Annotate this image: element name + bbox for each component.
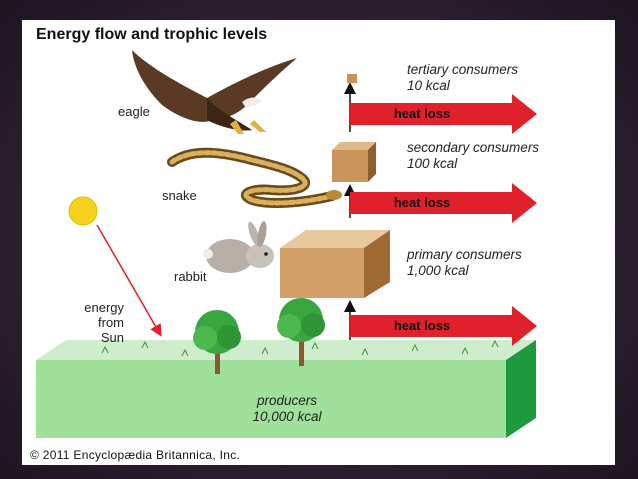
producers-block (36, 340, 536, 438)
sun-label-line: energy (84, 300, 124, 315)
rabbit-illustration (203, 221, 274, 273)
sun-label-line: from (98, 315, 124, 330)
heat-loss-arrow-primary (350, 306, 537, 346)
primary-label: primary consumers 1,000 kcal (407, 247, 522, 279)
secondary-cube (332, 142, 376, 182)
diagram-slide: Energy flow and trophic levels (22, 20, 615, 465)
level-name: producers (256, 393, 318, 408)
tertiary-label: tertiary consumers 10 kcal (407, 62, 518, 94)
level-name: primary consumers (407, 247, 522, 262)
level-name: secondary consumers (407, 140, 540, 155)
diagram-title: Energy flow and trophic levels (36, 26, 268, 43)
eagle-illustration (132, 50, 297, 134)
heat-loss-label-primary: heat loss (393, 318, 451, 333)
diagram-graphics (36, 50, 537, 438)
level-energy: 100 kcal (407, 156, 458, 171)
level-name: tertiary consumers (407, 62, 519, 77)
copyright-text: © 2011 Encyclopædia Britannica, Inc. (30, 448, 241, 462)
heat-loss-arrow-secondary (350, 183, 537, 223)
heat-loss-arrow-tertiary (350, 94, 537, 134)
level-energy: 10,000 kcal (252, 409, 322, 424)
level-energy: 10 kcal (407, 78, 450, 93)
snake-label: snake (162, 188, 197, 203)
primary-cube (280, 230, 390, 298)
sun-label-line: Sun (100, 330, 124, 345)
sun-energy-label: energy from Sun (52, 300, 124, 345)
sun-icon (68, 196, 98, 226)
snake-illustration (167, 147, 342, 208)
sun-energy-arrow (96, 224, 162, 337)
producers-label: producers 10,000 kcal (232, 393, 342, 425)
heat-loss-label-secondary: heat loss (393, 195, 451, 210)
eagle-label: eagle (118, 104, 150, 119)
tertiary-cube (347, 74, 357, 83)
tree-right (277, 298, 325, 366)
level-energy: 1,000 kcal (407, 263, 469, 278)
rabbit-label: rabbit (174, 269, 207, 284)
heat-loss-label-tertiary: heat loss (393, 106, 451, 121)
tree-left (193, 310, 241, 374)
secondary-label: secondary consumers 100 kcal (407, 140, 539, 172)
